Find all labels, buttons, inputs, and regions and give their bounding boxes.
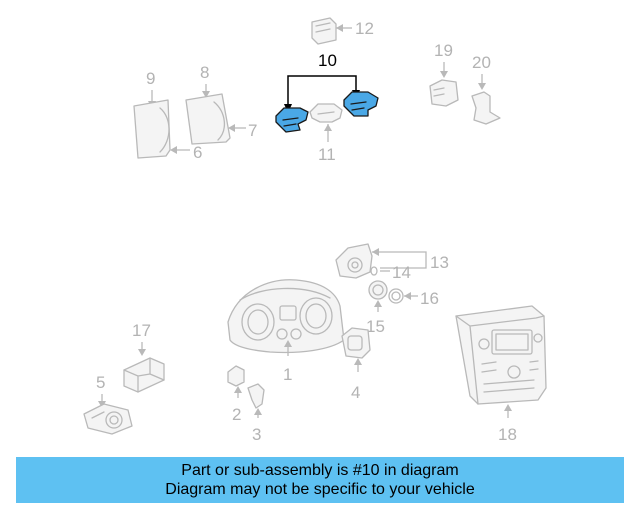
callout-3[interactable]: 3 bbox=[252, 425, 261, 444]
part-18: 18 bbox=[455, 305, 547, 444]
part-2: 2 bbox=[227, 365, 245, 424]
banner-line-disclaimer: Diagram may not be specific to your vehi… bbox=[165, 481, 475, 498]
callout-14[interactable]: 14 bbox=[392, 263, 411, 282]
part-20: 20 bbox=[471, 53, 501, 125]
banner-line-part: Part or sub-assembly is #10 in diagram bbox=[181, 462, 459, 479]
part-14: 14 bbox=[370, 263, 411, 282]
callout-2[interactable]: 2 bbox=[232, 405, 241, 424]
part-16: 16 bbox=[388, 288, 439, 308]
callout-7[interactable]: 7 bbox=[248, 121, 257, 140]
callout-6[interactable]: 6 bbox=[193, 143, 202, 162]
parts-diagram: 12 10 11 9 6 8 bbox=[83, 17, 547, 444]
part-7: 7 bbox=[228, 121, 257, 140]
part-12: 12 bbox=[311, 17, 374, 45]
callout-20[interactable]: 20 bbox=[472, 53, 491, 72]
callout-16[interactable]: 16 bbox=[420, 289, 439, 308]
part-19: 19 bbox=[429, 41, 459, 107]
part-10-highlight[interactable]: 10 bbox=[275, 51, 379, 133]
part-11: 11 bbox=[309, 103, 343, 164]
part-13: 13 bbox=[335, 243, 449, 279]
part-10-left-switch bbox=[275, 107, 309, 133]
callout-15[interactable]: 15 bbox=[366, 317, 385, 336]
callout-17[interactable]: 17 bbox=[132, 321, 151, 340]
callout-9[interactable]: 9 bbox=[146, 69, 155, 88]
callout-5[interactable]: 5 bbox=[96, 373, 105, 392]
callout-1[interactable]: 1 bbox=[283, 365, 292, 384]
part-1: 1 bbox=[227, 279, 345, 384]
part-info-banner: Part or sub-assembly is #10 in diagram D… bbox=[16, 457, 624, 503]
callout-8[interactable]: 8 bbox=[200, 63, 209, 82]
callout-19[interactable]: 19 bbox=[434, 41, 453, 60]
part-17: 17 bbox=[123, 321, 165, 393]
callout-11[interactable]: 11 bbox=[318, 145, 336, 164]
callout-13[interactable]: 13 bbox=[430, 253, 449, 272]
callout-18[interactable]: 18 bbox=[498, 425, 517, 444]
part-4: 4 bbox=[341, 327, 371, 402]
part-10-right-switch bbox=[343, 91, 379, 117]
part-5: 5 bbox=[83, 373, 133, 435]
callout-10[interactable]: 10 bbox=[318, 51, 337, 70]
part-8: 8 bbox=[185, 63, 231, 145]
part-15: 15 bbox=[366, 280, 388, 336]
callout-4[interactable]: 4 bbox=[351, 383, 360, 402]
callout-12[interactable]: 12 bbox=[355, 19, 374, 38]
part-9: 9 bbox=[133, 69, 171, 159]
part-6: 6 bbox=[170, 143, 202, 162]
part-3: 3 bbox=[247, 383, 265, 444]
